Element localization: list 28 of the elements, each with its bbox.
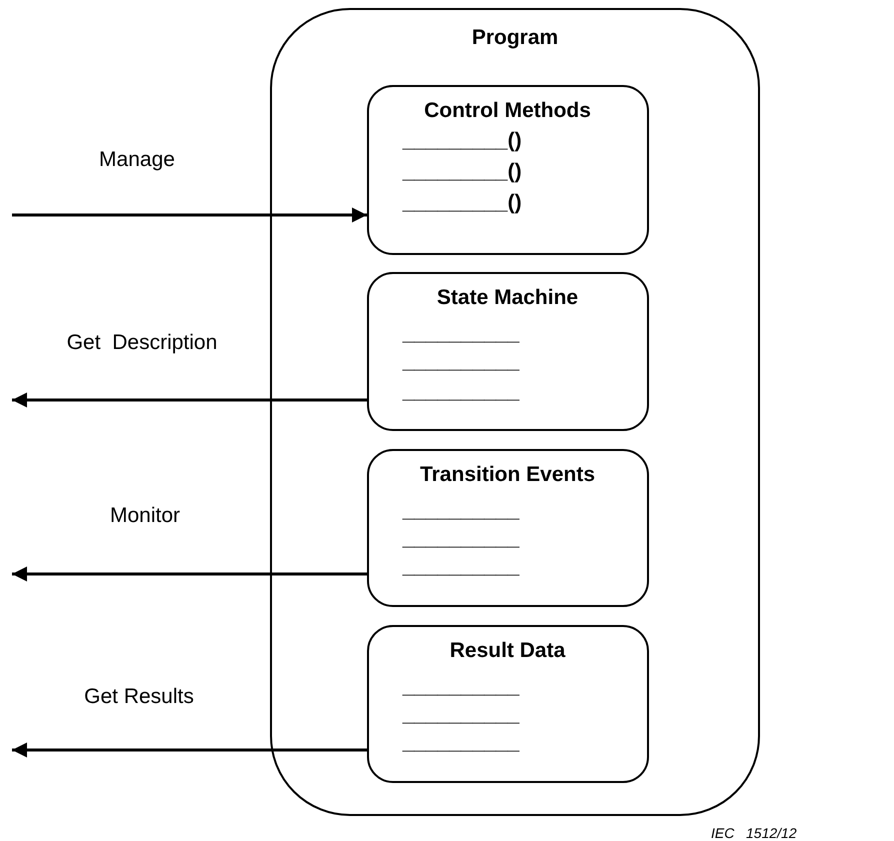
section-title: Transition Events [418,462,596,486]
blank-entry: __________ [402,380,520,404]
blank-entry: __________ [402,526,520,550]
section-title: Result Data [448,638,566,662]
section-title: Program [470,26,560,50]
blank-entry: _________() [402,128,522,152]
figure-number: IEC 1512/12 [711,825,797,841]
arrow [12,392,367,408]
edge-label: Get Description [66,331,218,355]
blank-entry: _________() [402,190,522,214]
blank-entry: __________ [402,674,520,698]
blank-entry: __________ [402,498,520,522]
program-container [270,8,760,816]
blank-entry: __________ [402,702,520,726]
section-title: Control Methods [423,98,592,122]
arrow [12,742,367,758]
section-box [366,84,648,254]
blank-entry: _________() [402,160,522,184]
section-title: State Machine [436,286,580,310]
section-box [366,448,648,606]
arrow [12,566,367,582]
section-box [366,272,648,430]
blank-entry: __________ [402,730,520,754]
section-box [366,624,648,782]
blank-entry: __________ [402,554,520,578]
blank-entry: __________ [402,350,520,374]
arrow [12,208,367,222]
blank-entry: __________ [402,322,520,346]
